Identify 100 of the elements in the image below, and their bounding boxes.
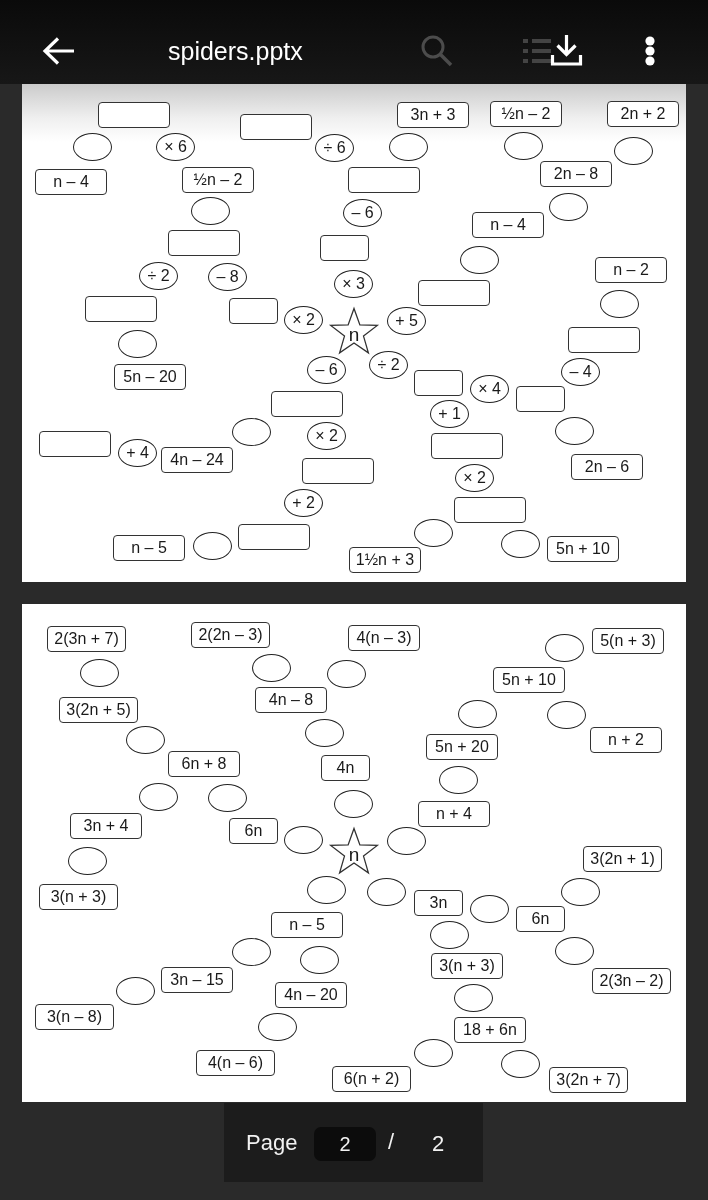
expression-box: 2(3n + 7) [47, 626, 126, 652]
operation-oval: – 6 [343, 199, 382, 227]
answer-oval [232, 938, 271, 966]
answer-oval [547, 701, 586, 729]
answer-oval [430, 921, 469, 949]
operation-oval: + 1 [430, 400, 469, 428]
expression-box: 3(n + 3) [39, 884, 118, 910]
answer-box [454, 497, 526, 523]
file-name: spiders.pptx [168, 36, 303, 66]
expression-box: 4(n – 6) [196, 1050, 275, 1076]
answer-oval [80, 659, 119, 687]
answer-oval [258, 1013, 297, 1041]
answer-oval [600, 290, 639, 318]
expression-box: 2n – 6 [571, 454, 643, 480]
answer-oval [549, 193, 588, 221]
expression-box: 3n + 3 [397, 102, 469, 128]
expression-box: 4n [321, 755, 370, 781]
expression-box: 1½n + 3 [349, 547, 421, 573]
operation-oval: – 4 [561, 358, 600, 386]
answer-oval [470, 895, 509, 923]
answer-box [168, 230, 240, 256]
answer-oval [367, 878, 406, 906]
operation-oval: ÷ 2 [369, 351, 408, 379]
operation-oval: × 2 [455, 464, 494, 492]
expression-box: 6(n + 2) [332, 1066, 411, 1092]
answer-oval [555, 937, 594, 965]
operation-oval: × 3 [334, 270, 373, 298]
answer-box [240, 114, 312, 140]
operation-oval: × 2 [284, 306, 323, 334]
expression-box: ½n – 2 [182, 167, 254, 193]
expression-box: n – 5 [113, 535, 185, 561]
star-shape: n [329, 828, 379, 876]
operation-oval: × 6 [156, 133, 195, 161]
answer-box [516, 386, 565, 412]
answer-oval [126, 726, 165, 754]
expression-box: 3(2n + 5) [59, 697, 138, 723]
answer-oval [460, 246, 499, 274]
answer-oval [284, 826, 323, 854]
answer-box [238, 524, 310, 550]
expression-box: 4n – 24 [161, 447, 233, 473]
page-total: 2 [432, 1131, 445, 1157]
expression-box: n – 4 [472, 212, 544, 238]
answer-oval [454, 984, 493, 1012]
operation-oval: – 6 [307, 356, 346, 384]
expression-box: 3(n + 3) [431, 953, 503, 979]
expression-box: 6n [229, 818, 278, 844]
expression-box: 2n – 8 [540, 161, 612, 187]
answer-oval [232, 418, 271, 446]
answer-oval [414, 1039, 453, 1067]
expression-box: 2(2n – 3) [191, 622, 270, 648]
answer-oval [118, 330, 157, 358]
answer-oval [334, 790, 373, 818]
operation-oval: ÷ 6 [315, 134, 354, 162]
answer-oval [139, 783, 178, 811]
expression-box: 5n + 10 [493, 667, 565, 693]
expression-box: 4n – 8 [255, 687, 327, 713]
answer-box [320, 235, 369, 261]
answer-box [271, 391, 343, 417]
expression-box: 6n + 8 [168, 751, 240, 777]
page-separator: / [388, 1129, 395, 1155]
expression-box: 4n – 20 [275, 982, 347, 1008]
page-number-field: 2 [314, 1127, 376, 1161]
answer-oval [501, 1050, 540, 1078]
expression-box: 5n + 10 [547, 536, 619, 562]
answer-oval [68, 847, 107, 875]
answer-oval [116, 977, 155, 1005]
expression-box: 2(3n – 2) [592, 968, 671, 994]
operation-oval: × 2 [307, 422, 346, 450]
answer-oval [208, 784, 247, 812]
expression-box: 3(n – 8) [35, 1004, 114, 1030]
answer-oval [458, 700, 497, 728]
operation-oval: + 4 [118, 439, 157, 467]
answer-oval [191, 197, 230, 225]
answer-box [431, 433, 503, 459]
operation-oval: + 2 [284, 489, 323, 517]
expression-box: n – 5 [271, 912, 343, 938]
answer-oval [614, 137, 653, 165]
answer-box [302, 458, 374, 484]
answer-oval [504, 132, 543, 160]
answer-oval [307, 876, 346, 904]
expression-box: 2n + 2 [607, 101, 679, 127]
answer-box [98, 102, 170, 128]
operation-oval: ÷ 2 [139, 262, 178, 290]
answer-oval [73, 133, 112, 161]
answer-oval [300, 946, 339, 974]
expression-box: n – 2 [595, 257, 667, 283]
page-label: Page [246, 1130, 298, 1156]
answer-oval [545, 634, 584, 662]
answer-oval [501, 530, 540, 558]
answer-oval [305, 719, 344, 747]
star-shape: n [329, 308, 379, 356]
expression-box: 3(2n + 7) [549, 1067, 628, 1093]
expression-box: 6n [516, 906, 565, 932]
expression-box: n – 4 [35, 169, 107, 195]
answer-box [39, 431, 111, 457]
expression-box: 5(n + 3) [592, 628, 664, 654]
operation-oval: × 4 [470, 375, 509, 403]
operation-oval: + 5 [387, 307, 426, 335]
answer-oval [252, 654, 291, 682]
expression-box: ½n – 2 [490, 101, 562, 127]
